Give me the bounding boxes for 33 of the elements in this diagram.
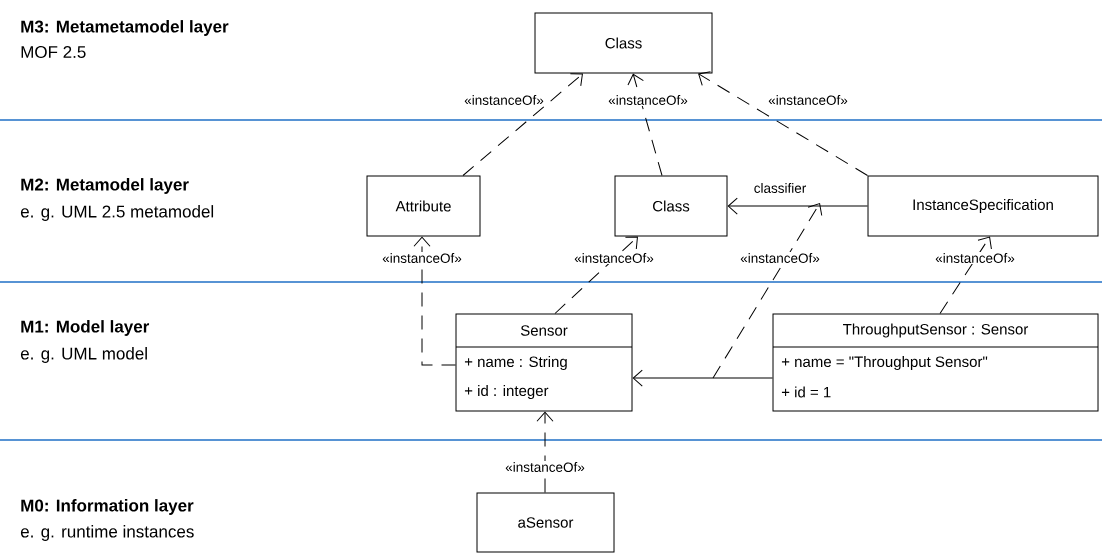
layer-label: e. g. runtime instances	[20, 525, 194, 541]
arrow	[413, 236, 456, 366]
arrow	[632, 369, 773, 387]
layer-label: MOF 2.5	[21, 46, 86, 59]
edge-label: «instanceOf»	[381, 252, 463, 264]
edge-label: classifier	[752, 182, 808, 194]
edge-label: «instanceOf»	[573, 252, 655, 264]
edge-label: «instanceOf»	[504, 461, 586, 473]
arrow	[939, 236, 992, 314]
class-box: Sensor + name : String + id : integer	[455, 313, 633, 412]
arrow	[462, 73, 583, 176]
layer-label: M1: Model layer	[21, 320, 150, 336]
edge-label: «instanceOf»	[607, 94, 689, 106]
layer-label: e. g. UML model	[20, 347, 147, 363]
edge-label: «instanceOf»	[463, 94, 545, 106]
layer-label: M3: Metametamodel layer	[21, 20, 229, 36]
edge-label: «instanceOf»	[934, 252, 1016, 264]
arrow	[554, 236, 638, 314]
class-box: aSensor	[476, 492, 615, 553]
class-box: Attribute	[366, 175, 481, 237]
stereotype-label: «instanceOf»	[739, 252, 821, 264]
class-box: InstanceSpecification	[867, 175, 1099, 237]
class-box: Class	[614, 175, 728, 237]
arrow	[627, 73, 663, 176]
arrow	[536, 411, 554, 493]
arrow	[698, 71, 868, 176]
layer-label: e. g. UML 2.5 metamodel	[20, 205, 214, 221]
layer-label: M2: Metamodel layer	[21, 178, 189, 194]
edge-label: «instanceOf»	[767, 94, 849, 106]
arrow	[727, 197, 868, 215]
class-box: Class	[534, 12, 713, 74]
layer-label: M0: Information layer	[21, 499, 194, 515]
class-box: ThroughputSensor : Sensor + name = "Throughput Sensor" + id = 1	[772, 313, 1099, 412]
